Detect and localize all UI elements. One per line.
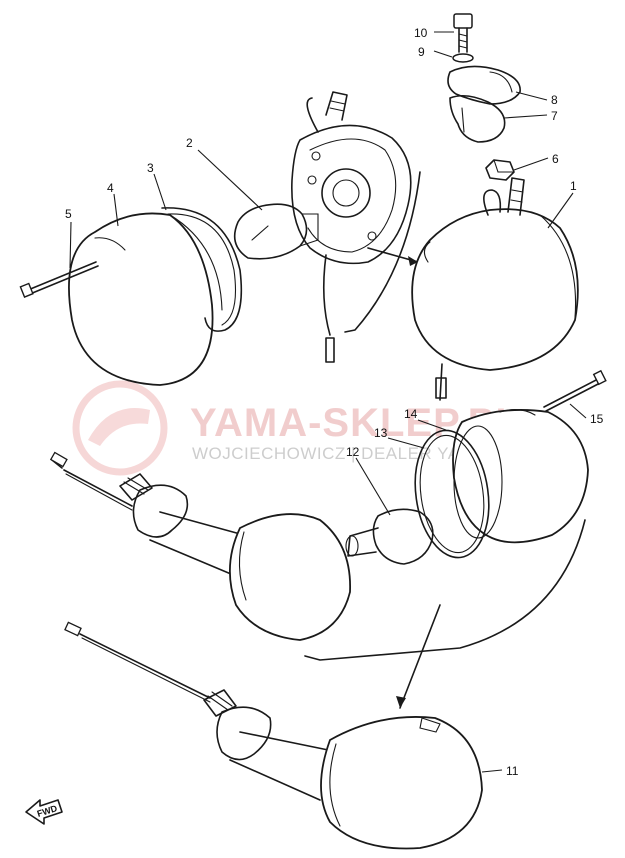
part-label-7: 7 [551,109,558,123]
fwd-badge: FWD [25,799,63,825]
leader-7 [503,114,548,119]
washer-9 [452,53,474,63]
stalk-signal-upper [49,451,351,641]
leader-13 [387,437,425,449]
leader-6 [513,157,549,171]
part-label-14: 14 [404,407,418,421]
part-label-6: 6 [552,152,559,166]
part-label-8: 8 [551,93,558,107]
leader-3 [153,173,167,211]
part-label-10: 10 [414,26,428,40]
watermark-logo-icon [72,380,168,476]
clamp-7 [449,94,506,143]
leader-15 [569,403,587,419]
bolt-10 [453,13,473,53]
part-label-1: 1 [570,179,577,193]
lens-4 [68,212,223,386]
gasket-3 [161,207,243,332]
part-label-2: 2 [186,136,193,150]
gasket-13 [414,429,490,559]
bulb-2 [233,203,319,260]
leader-9 [433,50,453,58]
assembly-arrow-lower [399,604,441,709]
leader-4 [113,193,119,227]
watermark-subtitle: WOJCIECHOWICZ | DEALER YAMAHA [192,444,511,463]
screw-15 [543,369,607,412]
bracket-line-top [344,171,421,333]
leader-11 [481,769,503,773]
part-label-3: 3 [147,161,154,175]
part-label-15: 15 [590,412,604,426]
signal-housing-1 [411,177,579,401]
part-labels: 1 2 3 4 5 6 7 8 9 10 11 12 13 14 15 [65,26,604,778]
leader-1 [547,192,574,229]
part-label-13: 13 [374,426,388,440]
nut-6 [485,159,515,181]
part-label-5: 5 [65,207,72,221]
socket-housing-top [291,91,412,363]
leader-5 [69,221,72,269]
leader-8 [515,91,548,101]
clamp-8 [447,65,521,105]
bracket-line-lower [304,519,586,661]
leader-14 [417,419,447,431]
forward-arrow-icon [25,799,63,825]
part-label-11: 11 [506,764,519,778]
stalk-signal-11 [64,621,483,850]
screw-5 [19,261,99,298]
part-label-12: 12 [346,445,360,459]
leader-12 [355,457,391,516]
part-label-9: 9 [418,45,425,59]
bulb-12 [345,508,434,565]
leader-2 [197,149,263,211]
lens-14 [452,409,589,544]
part-label-4: 4 [107,181,114,195]
